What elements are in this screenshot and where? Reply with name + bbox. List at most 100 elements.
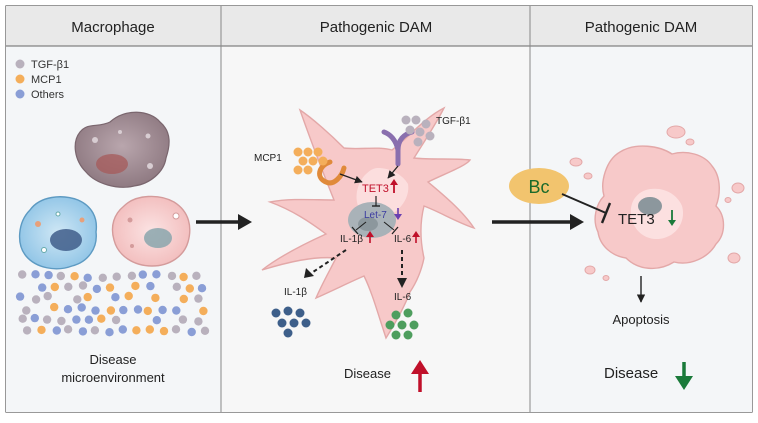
- tgf-label: TGF-β1: [436, 116, 471, 127]
- env-particle: [143, 306, 152, 316]
- env-particle: [63, 305, 73, 314]
- macrophage-pink: [111, 195, 191, 267]
- apoptotic-cell: [594, 145, 725, 269]
- env-particle: [194, 294, 203, 303]
- env-particle: [43, 291, 52, 301]
- env-particle: [112, 272, 121, 281]
- env-particle: [105, 328, 114, 337]
- mcp1-ligand-cluster: [293, 147, 328, 175]
- env-particle: [146, 281, 155, 291]
- legend-swatch-mcp1: [15, 74, 25, 84]
- legend-swatch-tgf: [15, 59, 25, 69]
- il6-out-label: IL-6: [394, 292, 412, 303]
- env-label-line2: microenvironment: [61, 370, 165, 385]
- tet3-up-arrow: [390, 179, 398, 193]
- env-particle: [22, 306, 31, 315]
- legend-label-tgf: TGF-β1: [31, 59, 69, 71]
- env-particle: [133, 305, 143, 314]
- env-particle: [52, 326, 61, 335]
- let7-label: Let-7: [364, 210, 387, 221]
- env-particle: [106, 306, 116, 315]
- env-particle: [78, 327, 88, 336]
- env-particle: [111, 293, 120, 302]
- env-particle: [151, 293, 160, 303]
- let7-inhibits-il1b: [355, 221, 367, 231]
- env-particle: [192, 271, 201, 280]
- env-particle: [138, 270, 147, 279]
- middle-disease-label: Disease: [344, 366, 391, 381]
- env-particle: [111, 315, 121, 325]
- il6-secreted-cluster: [385, 308, 419, 340]
- legend-label-others: Others: [31, 89, 65, 101]
- transition-arrow-2-head: [570, 214, 584, 230]
- macrophage-purple: [74, 111, 170, 188]
- env-particle: [185, 284, 194, 293]
- env-particle: [18, 314, 27, 323]
- env-particle: [158, 305, 167, 315]
- env-particle: [64, 282, 73, 291]
- env-particle: [70, 272, 79, 281]
- env-particle: [31, 295, 41, 304]
- env-particle: [31, 270, 40, 279]
- env-particle: [200, 326, 210, 335]
- il6-inner-label: IL-6: [394, 234, 412, 245]
- env-particle: [105, 283, 115, 292]
- il6-up-arrow: [412, 231, 420, 243]
- env-particle: [179, 272, 188, 282]
- right-panel-title: Pathogenic DAM: [585, 19, 698, 36]
- env-particle: [73, 295, 82, 304]
- env-particle: [197, 284, 207, 293]
- env-particle: [90, 326, 100, 335]
- right-disease-label: Disease: [604, 365, 658, 382]
- env-particle: [38, 283, 47, 292]
- env-particle: [18, 270, 27, 279]
- apoptotic-bodies: [569, 125, 745, 281]
- let7-down-arrow: [394, 208, 402, 220]
- il1b-secretion-arrow: [309, 249, 347, 275]
- env-particle: [98, 273, 108, 282]
- env-particle: [15, 292, 25, 301]
- bc-label: Bc: [528, 177, 549, 197]
- env-particle: [131, 281, 140, 291]
- bc-compound: [509, 168, 569, 204]
- env-particle: [63, 325, 73, 334]
- env-particle: [119, 305, 128, 315]
- env-particle: [132, 326, 141, 335]
- env-particle: [77, 303, 86, 312]
- env-particle: [187, 327, 196, 337]
- disease-microenvironment-particles: [15, 270, 210, 337]
- left-panel-title: Macrophage: [71, 19, 154, 36]
- dam-cell: [261, 106, 476, 340]
- tgf-ligand-cluster: [401, 115, 435, 147]
- env-particle: [50, 282, 59, 292]
- env-particle: [83, 273, 92, 282]
- env-particle: [22, 326, 32, 335]
- mcp1-label: MCP1: [254, 153, 282, 164]
- apoptotic-nucleus: [638, 197, 662, 215]
- legend-swatch-others: [15, 89, 25, 99]
- env-particle: [56, 271, 65, 281]
- env-particle: [57, 316, 66, 326]
- legend: TGF-β1 MCP1 Others: [15, 59, 69, 101]
- env-particle: [91, 306, 100, 315]
- apoptosis-label: Apoptosis: [612, 312, 670, 327]
- tgf-to-tet3-arrow: [387, 165, 399, 179]
- env-particle: [159, 326, 169, 336]
- il1b-up-arrow: [366, 231, 374, 243]
- env-particle: [145, 325, 154, 334]
- env-particle: [84, 315, 94, 324]
- env-particle: [118, 325, 128, 334]
- env-particle: [124, 291, 133, 301]
- env-particle: [172, 306, 181, 315]
- mcp1-receptor: [317, 159, 347, 186]
- header-band: [6, 6, 752, 46]
- env-particle: [199, 306, 208, 316]
- env-particle: [92, 284, 102, 294]
- env-particle: [194, 317, 203, 326]
- env-particle: [83, 292, 92, 302]
- env-particle: [42, 315, 52, 324]
- env-particle: [152, 270, 161, 279]
- env-particle: [97, 314, 106, 323]
- mcp1-to-tet3-arrow: [339, 173, 363, 184]
